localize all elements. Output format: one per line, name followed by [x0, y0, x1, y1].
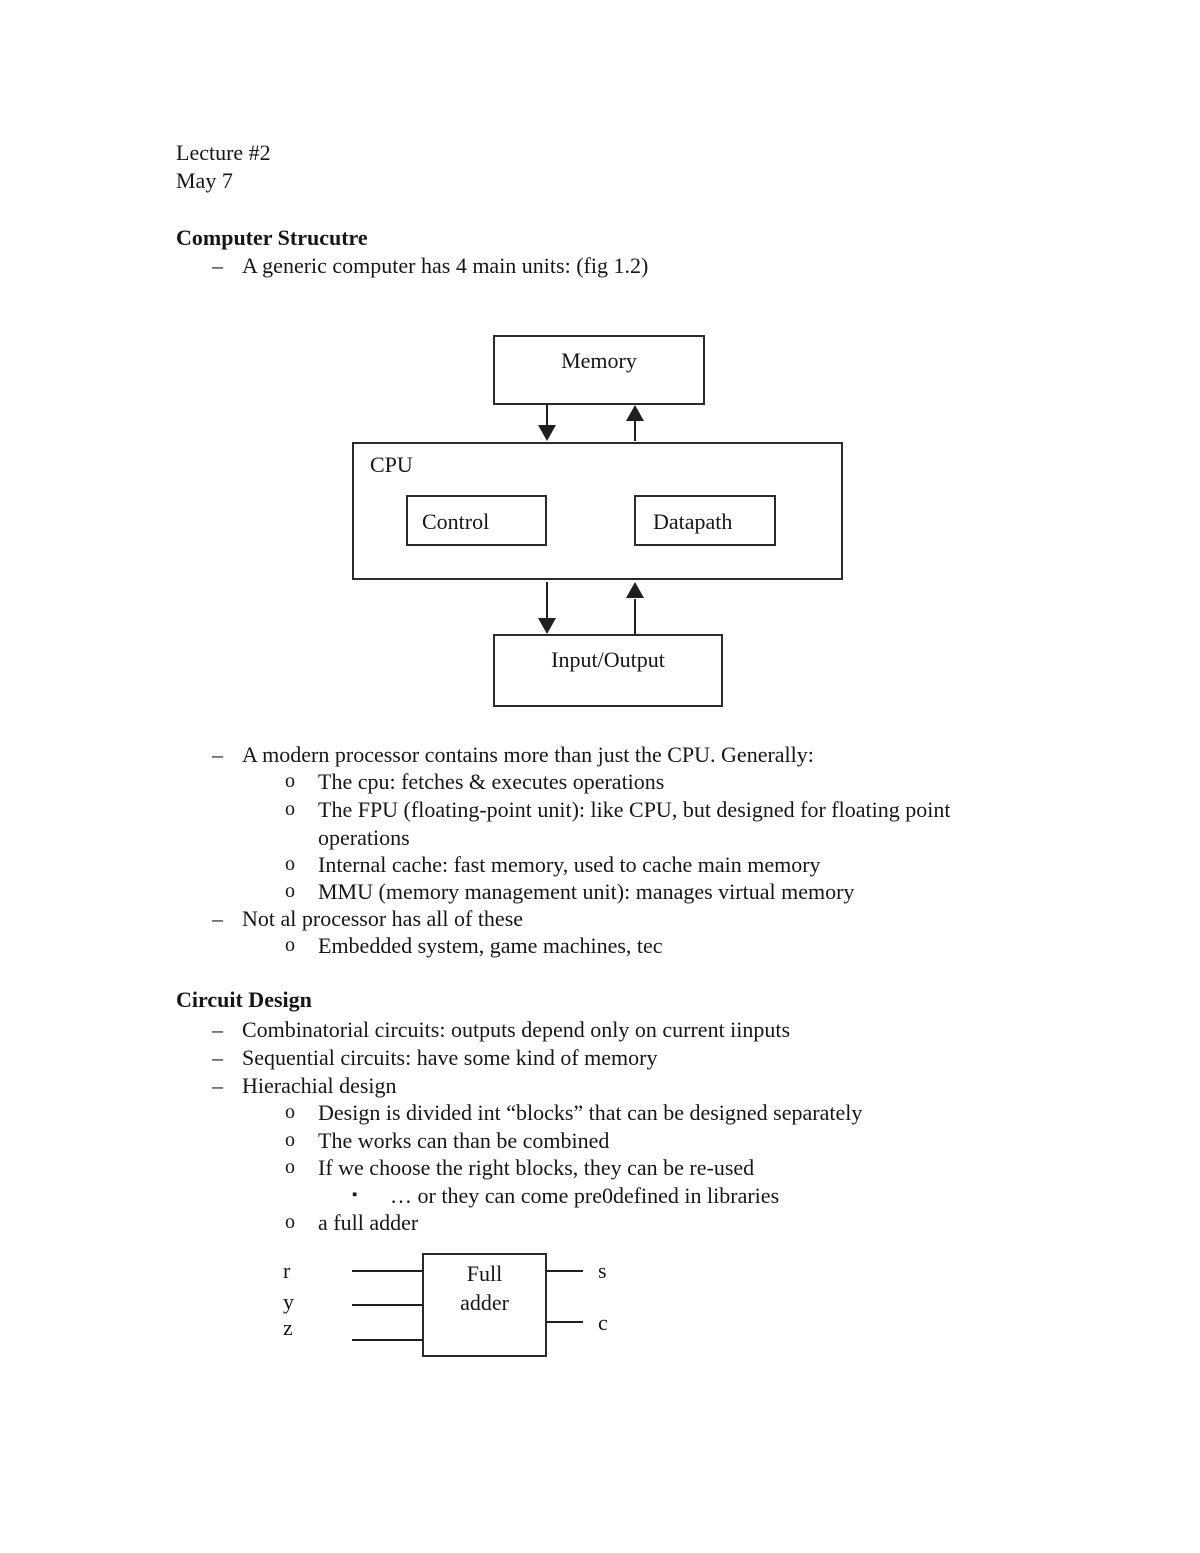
output-s-label: s	[598, 1258, 607, 1283]
list-item-text: a full adder	[318, 1210, 419, 1235]
input-y-label: y	[283, 1289, 294, 1314]
input-r-label: r	[283, 1258, 291, 1283]
full-adder-box: Full adder	[422, 1253, 547, 1357]
circle-bullet: o	[285, 1211, 295, 1233]
input-wire-y	[352, 1304, 422, 1306]
circle-bullet: o	[285, 853, 295, 875]
circle-bullet: o	[285, 798, 295, 820]
list-item-text: MMU (memory management unit): manages vi…	[318, 879, 855, 904]
io-label: Input/Output	[551, 647, 665, 672]
list-item-text: Internal cache: fast memory, used to cac…	[318, 852, 821, 877]
circle-bullet: o	[285, 1129, 295, 1151]
memory-box: Memory	[493, 335, 705, 405]
output-c-label: c	[598, 1310, 608, 1335]
list-item-text: … or they can come pre0defined in librar…	[390, 1183, 780, 1208]
list-item-text: Hierachial design	[242, 1073, 397, 1098]
input-z-label: z	[283, 1315, 293, 1340]
dash-bullet: –	[212, 742, 223, 767]
circle-bullet: o	[285, 770, 295, 792]
lecture-number: Lecture #2	[176, 140, 271, 165]
lecture-date: May 7	[176, 168, 233, 193]
io-box: Input/Output	[493, 634, 723, 707]
circle-bullet: o	[285, 1101, 295, 1123]
section-heading-circuit-design: Circuit Design	[176, 987, 312, 1012]
list-item-text: Design is divided int “blocks” that can …	[318, 1100, 863, 1125]
list-item-text: A generic computer has 4 main units: (fi…	[242, 253, 649, 278]
section-heading-computer-structure: Computer Strucutre	[176, 225, 368, 250]
list-item-text: The works can than be combined	[318, 1128, 610, 1153]
list-item-text: The cpu: fetches & executes operations	[318, 769, 665, 794]
dash-bullet: –	[212, 253, 223, 278]
memory-label: Memory	[561, 348, 637, 373]
circle-bullet: o	[285, 880, 295, 902]
list-item-text: Not al processor has all of these	[242, 906, 524, 931]
list-item-text: Combinatorial circuits: outputs depend o…	[242, 1017, 791, 1042]
circle-bullet: o	[285, 934, 295, 956]
control-label: Control	[422, 509, 490, 534]
input-wire-z	[352, 1339, 422, 1341]
list-item-text: A modern processor contains more than ju…	[242, 742, 814, 767]
circle-bullet: o	[285, 1156, 295, 1178]
cpu-label: CPU	[370, 452, 413, 477]
list-item-text: The FPU (floating-point unit): like CPU,…	[318, 797, 951, 850]
dash-bullet: –	[212, 1045, 223, 1070]
dash-bullet: –	[212, 1073, 223, 1098]
full-adder-label-line2: adder	[460, 1290, 509, 1315]
list-item-text: If we choose the right blocks, they can …	[318, 1155, 755, 1180]
output-wire-c	[547, 1321, 583, 1323]
full-adder-label-line1: Full	[466, 1261, 503, 1286]
input-wire-r	[352, 1270, 422, 1272]
datapath-box: Datapath	[634, 495, 776, 546]
list-item-text: Sequential circuits: have some kind of m…	[242, 1045, 658, 1070]
list-item-text: Embedded system, game machines, tec	[318, 933, 663, 958]
output-wire-s	[547, 1270, 583, 1272]
dash-bullet: –	[212, 1017, 223, 1042]
dash-bullet: –	[212, 906, 223, 931]
control-box: Control	[406, 495, 547, 546]
square-bullet: ▪	[352, 1187, 358, 1203]
datapath-label: Datapath	[653, 509, 733, 534]
